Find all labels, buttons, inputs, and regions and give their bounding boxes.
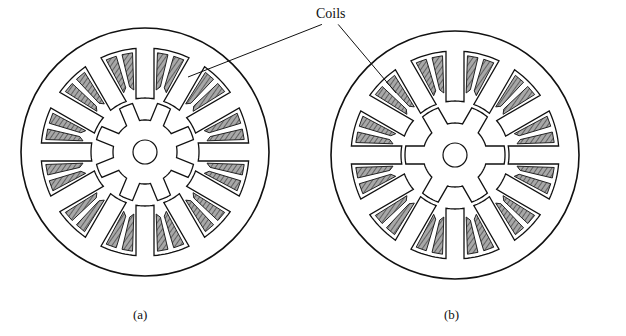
coil-side xyxy=(514,116,550,136)
coil-label: Coils xyxy=(316,6,346,21)
stator-slots xyxy=(351,51,558,258)
coil-side xyxy=(432,56,444,93)
coil-side xyxy=(65,193,97,221)
coil-side xyxy=(503,86,535,114)
coil-side xyxy=(156,214,168,251)
coil-side xyxy=(207,129,244,141)
stator-outline xyxy=(331,31,579,279)
leader-line xyxy=(188,24,322,77)
reluctance-motor xyxy=(21,28,269,276)
figure-label: (b) xyxy=(444,308,459,322)
coil-side xyxy=(416,214,436,250)
coil-side xyxy=(49,113,85,133)
shaft-hole xyxy=(443,143,467,167)
coil-side xyxy=(375,196,407,224)
coil-side xyxy=(164,211,184,247)
coil-side xyxy=(76,72,104,104)
rotor-outline xyxy=(405,108,505,202)
coil-side xyxy=(193,83,225,111)
coil-side xyxy=(496,203,524,235)
coil-side xyxy=(122,53,134,90)
coil-side xyxy=(106,211,126,247)
stator-outline xyxy=(21,28,269,276)
rotor-outline xyxy=(97,104,194,201)
coil-side xyxy=(204,171,240,191)
coil-side xyxy=(386,75,414,107)
leader-line xyxy=(338,24,396,93)
coil-side xyxy=(49,171,85,191)
reluctance-motor xyxy=(331,31,579,279)
figure-label: (a) xyxy=(133,308,147,322)
coil-side xyxy=(466,217,478,254)
stator-slots xyxy=(41,48,248,255)
coil-side xyxy=(514,174,550,194)
coil-side xyxy=(106,56,126,92)
shaft-hole xyxy=(133,140,157,164)
coil-side xyxy=(359,174,395,194)
coil-side xyxy=(474,59,494,95)
coil-side xyxy=(204,113,240,133)
coil-side xyxy=(46,163,83,175)
coil-side xyxy=(474,214,494,250)
coil-side xyxy=(517,132,554,144)
coil-side xyxy=(356,166,393,178)
coil-side xyxy=(186,200,214,232)
coil-side xyxy=(359,116,395,136)
coil-side xyxy=(416,59,436,95)
coil-side xyxy=(164,56,184,92)
